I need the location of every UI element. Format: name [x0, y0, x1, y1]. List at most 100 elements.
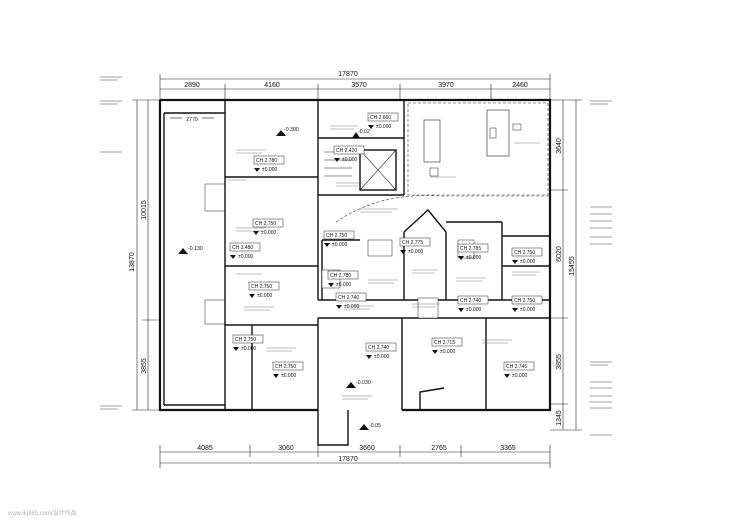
right-dimension-chain: 3640 6020 3855 1345 15455 [550, 99, 582, 431]
room-notes [228, 125, 540, 400]
level-marker: -0.05 [359, 423, 381, 430]
left-total-dimension: 13870 [129, 252, 136, 272]
ceiling-height-tag: CH 2.775 ±0.000 [399, 237, 431, 255]
ceiling-height-tag: CH 2.750 ±0.000 [511, 247, 543, 265]
ceiling-height-label: CH 2.750 [326, 233, 347, 239]
level-triangle-icon [253, 231, 259, 235]
left-dim-2: 3855 [141, 358, 148, 374]
level-marker: -0.030 [346, 380, 371, 388]
floor-level-label: ±0.000 [281, 373, 296, 379]
ceiling-height-tag: CH 2.750±0.000 [252, 218, 284, 236]
level-triangle-icon [432, 350, 438, 354]
ceiling-height-tag: CH 2.750±0.000 [248, 281, 280, 299]
ceiling-height-label: CH 2.480 [232, 245, 253, 251]
svg-text:-0.130: -0.130 [188, 246, 203, 252]
level-triangle-icon [233, 347, 239, 351]
top-dim-1: 2890 [184, 82, 200, 89]
floor-level-label: ±0.000 [440, 349, 455, 355]
top-dim-2: 4160 [264, 82, 280, 89]
floor-level-label: ±0.000 [262, 167, 277, 173]
margin-annotations [100, 76, 612, 436]
ceiling-height-tag: CH 2.715 ±0.000 [431, 337, 463, 355]
interior-walls [224, 100, 550, 446]
bottom-dim-3: 3660 [359, 445, 375, 452]
level-marker: -0.130 [178, 246, 203, 254]
ceiling-height-label: CH 2.660 [370, 115, 391, 121]
level-triangle-icon [368, 125, 374, 129]
bottom-dim-1: 4085 [197, 445, 213, 452]
floor-level-label: ±0.000 [408, 249, 423, 255]
floor-level-label: ±0.000 [238, 254, 253, 260]
level-triangle-icon [512, 308, 518, 312]
floor-level-label: ±0.000 [374, 354, 389, 360]
top-dim-3: 3570 [351, 82, 367, 89]
ceiling-height-tag: CH 2.745 ±0.000 [503, 361, 535, 379]
top-total-dimension: 17870 [338, 71, 358, 78]
level-triangle-icon [400, 250, 406, 254]
level-triangle-icon [324, 243, 330, 247]
ceiling-height-label: CH 2.745 [506, 364, 527, 370]
bottom-dim-2: 3060 [278, 445, 294, 452]
ceiling-height-label: CH 2.715 [434, 340, 455, 346]
level-triangle-icon [249, 294, 255, 298]
ceiling-height-tag: CH 2.750±0.000 [323, 230, 355, 248]
ceiling-height-label: CH 2.740 [460, 298, 481, 304]
ceiling-height-tag: CH 2.750 ±0.000 [272, 361, 304, 379]
level-triangle-icon [336, 305, 342, 309]
level-triangle-icon [334, 158, 340, 162]
ceiling-height-label: CH 2.750 [275, 364, 296, 370]
level-triangle-icon [458, 256, 464, 260]
floor-level-label: ±0.000 [512, 373, 527, 379]
dashed-utility-zone [335, 102, 550, 223]
top-dim-4: 3970 [438, 82, 454, 89]
floor-level-label: ±0.000 [261, 230, 276, 236]
bottom-dimension-chain: 4085 3060 3660 2765 3365 17870 [159, 445, 551, 468]
svg-text:-0.030: -0.030 [356, 380, 371, 386]
ceiling-height-label: CH 2.750 [514, 298, 535, 304]
ceiling-height-label: CH 2.785 [460, 246, 481, 252]
level-triangle-icon [512, 260, 518, 264]
stair-symbol [324, 151, 352, 177]
top-dimension-chain: 17870 2890 4160 3570 3970 2460 [159, 71, 551, 100]
right-total-dimension: 15455 [569, 256, 576, 276]
bottom-dim-5: 3365 [500, 445, 516, 452]
floor-level-label: ±0.000 [466, 255, 481, 261]
right-dim-3: 3855 [556, 354, 563, 370]
ceiling-height-label: CH 2.750 [514, 250, 535, 256]
svg-text:-0.300: -0.300 [284, 127, 299, 133]
ceiling-height-tag: CH 2.780±0.000 [327, 270, 359, 288]
ceiling-height-label: CH 2.740 [368, 345, 389, 351]
ceiling-height-tag: CH 2.740 ±0.000 [457, 295, 489, 313]
left-dimension-chain: 13870 10015 3855 [129, 99, 160, 411]
ceiling-height-label: CH 2.775 [402, 240, 423, 246]
svg-text:-0.02: -0.02 [358, 129, 370, 135]
right-dim-4: 1345 [556, 410, 563, 426]
level-triangle-icon [458, 308, 464, 312]
top-dim-5: 2460 [512, 82, 528, 89]
right-dim-1: 3640 [556, 138, 563, 154]
ceiling-height-tag: CH 2.750 ±0.000 [511, 295, 543, 313]
floor-level-label: ±0.000 [520, 307, 535, 313]
watermark: www.ikj365.com/设计作品 [8, 511, 77, 517]
ceiling-height-tag: CH 2.740 ±0.000 [365, 342, 397, 360]
level-triangle-icon [230, 255, 236, 259]
svg-text:-0.05: -0.05 [369, 423, 381, 429]
ceiling-height-label: CH 2.780 [256, 158, 277, 164]
floor-level-label: ±0.000 [520, 259, 535, 265]
ceiling-height-label: CH 2.780 [330, 273, 351, 279]
level-triangle-icon [273, 374, 279, 378]
bottom-dim-4: 2765 [431, 445, 447, 452]
ceiling-height-tag: CH 2.785 ±0.000 [457, 243, 489, 261]
exterior-walls [158, 98, 552, 412]
ceiling-height-tag: CH 2.740±0.000 [335, 292, 367, 310]
ceiling-height-tag: CH 2.420±0.000 [333, 145, 365, 163]
level-triangle-icon [254, 168, 260, 172]
floor-level-label: ±0.000 [466, 307, 481, 313]
floor-level-label: ±0.000 [376, 124, 391, 130]
floor-level-label: ±0.000 [344, 304, 359, 310]
level-triangle-icon [366, 355, 372, 359]
inner-dimension: 2770 [186, 117, 198, 123]
level-triangle-icon [504, 374, 510, 378]
